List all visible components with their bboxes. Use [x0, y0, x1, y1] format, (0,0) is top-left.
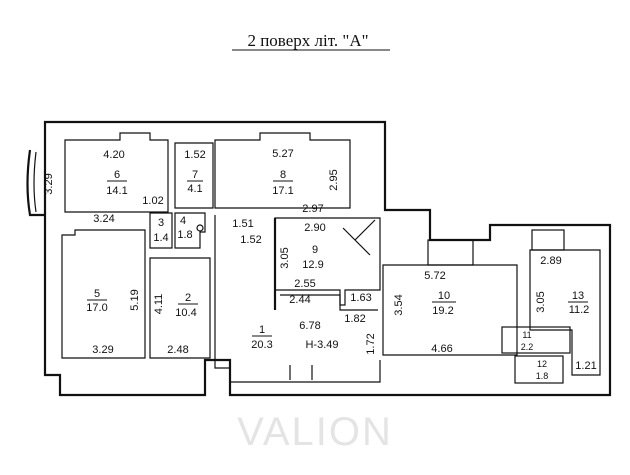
room-4-outline [174, 212, 206, 249]
room-1-dim-1-72: 1.72 [365, 333, 377, 354]
room-8-bottom: 2.97 [302, 203, 323, 215]
room-1-dim-2-44: 2.44 [289, 294, 310, 306]
room-7-outline [174, 142, 214, 209]
room-1-area: 20.3 [251, 339, 272, 351]
room-5-bottom: 3.29 [92, 344, 113, 356]
room-6-area: 14.1 [106, 185, 127, 197]
room-1-number: 1 [259, 324, 265, 336]
room-4: 4 1.8 [177, 215, 204, 241]
room-13-number: 13 [572, 290, 584, 302]
room-7-number: 7 [192, 169, 198, 181]
room-6: 4.20 6 14.1 3.29 1.02 3.24 [43, 149, 164, 225]
room-6-bottom: 3.24 [93, 213, 114, 225]
room-11-area: 2.2 [521, 342, 534, 352]
room-10-bottom: 4.66 [431, 343, 452, 355]
room-3-number: 3 [158, 217, 164, 229]
room-2-height: 4.11 [153, 294, 165, 315]
room-9-area: 12.9 [302, 259, 323, 271]
room-7-width: 1.52 [184, 149, 205, 161]
room-13-height: 3.05 [535, 291, 547, 312]
room-2-number: 2 [185, 292, 191, 304]
room-12-area: 1.8 [536, 371, 549, 381]
room-11-outline [501, 326, 571, 354]
room-3: 3 1.4 [153, 217, 168, 244]
room-8-width: 5.27 [272, 148, 293, 160]
room-10-area: 19.2 [432, 305, 453, 317]
room-9-number: 9 [312, 244, 318, 256]
room-10-width: 5.72 [424, 270, 445, 282]
room-5-height: 5.19 [129, 289, 141, 310]
room-1-outline [214, 215, 381, 383]
room-9-height: 3.05 [279, 247, 291, 268]
room-2: 2 10.4 4.11 2.48 [153, 292, 198, 356]
room-6-width: 4.20 [103, 149, 124, 161]
room-11: 11 2.2 [521, 330, 534, 352]
room-10-height: 3.54 [393, 294, 405, 315]
room-12-outline [514, 355, 564, 384]
room-12: 12 1.8 [536, 359, 549, 381]
room-6-height: 3.29 [43, 173, 55, 194]
corridor-dim-1: 1.51 [232, 218, 253, 230]
room-4-number: 4 [180, 215, 186, 227]
room-10: 5.72 10 19.2 3.54 4.66 [393, 270, 456, 355]
room-6-number: 6 [114, 169, 120, 181]
room-6-outline [64, 132, 169, 213]
room-8-area: 17.1 [272, 185, 293, 197]
room-9: 2.90 9 12.9 3.05 2.55 [279, 222, 326, 290]
room-9-outline [274, 217, 381, 306]
room-9-bottom: 2.55 [294, 278, 315, 290]
room-1-dim-1-82: 1.82 [344, 313, 365, 325]
room-3-outline [149, 212, 173, 249]
room-12-number: 12 [537, 359, 547, 369]
room-5-number: 5 [94, 288, 100, 300]
plan-title: 2 поверх літ. "А" [247, 31, 368, 50]
corridor-dim-2: 1.52 [240, 234, 261, 246]
room-1: 1 20.3 6.78 H-3.49 2.44 1.63 1.82 1.72 [251, 292, 377, 355]
toilet-icon [196, 224, 204, 232]
room-7-area: 4.1 [187, 183, 202, 195]
walls [26, 120, 612, 397]
room-10-number: 10 [438, 290, 450, 302]
room-2-bottom: 2.48 [167, 344, 188, 356]
room-2-area: 10.4 [175, 307, 196, 319]
room-8: 5.27 8 17.1 2.95 2.97 [272, 148, 340, 215]
room-11-number: 11 [522, 330, 531, 340]
room-13: 2.89 13 11.2 3.05 1.21 [535, 255, 597, 372]
room-8-number: 8 [280, 169, 286, 181]
room-4-area: 1.8 [177, 229, 192, 241]
room-8-outline [214, 132, 351, 209]
room-1-dim-1-63: 1.63 [350, 292, 371, 304]
room-2-outline [149, 257, 211, 359]
room-5-area: 17.0 [86, 302, 107, 314]
room-9-width: 2.90 [304, 222, 325, 234]
room-13-outline [529, 249, 601, 376]
room-5: 5 17.0 5.19 3.29 [86, 288, 141, 356]
room-13-area: 11.2 [569, 304, 590, 316]
room-13-width: 2.89 [540, 255, 561, 267]
room-7: 1.52 7 4.1 [184, 149, 205, 195]
watermark: VALION [237, 410, 393, 454]
room-5-outline [61, 229, 146, 359]
room-3-area: 1.4 [153, 232, 168, 244]
room-13-bottom: 1.21 [575, 360, 596, 372]
corridor: 1.51 1.52 [232, 218, 261, 246]
room-6-door: 1.02 [142, 195, 163, 207]
room-1-ceiling-height: H-3.49 [305, 339, 338, 351]
room-1-width: 6.78 [299, 320, 320, 332]
room-8-height: 2.95 [328, 169, 340, 190]
